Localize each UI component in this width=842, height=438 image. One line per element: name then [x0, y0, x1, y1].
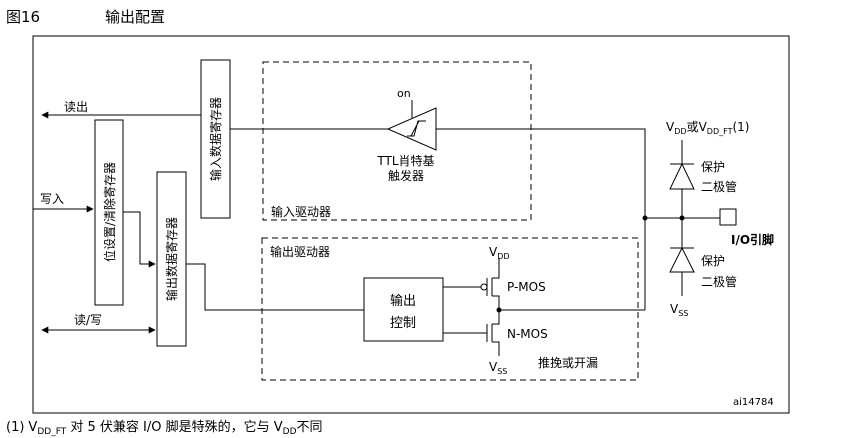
lower-diode-label-2: 二极管 — [701, 274, 737, 289]
push-pull-open-drain-label: 推挽或开漏 — [538, 356, 598, 370]
pmos-drain-wire — [492, 295, 500, 310]
footnote: (1)VDD_FT 对 5 伏兼容 I/O 脚是特殊的，它与 VDD不同 — [6, 419, 323, 437]
diagram-frame — [32, 35, 790, 414]
upper-diode-label-1: 保护 — [701, 160, 725, 174]
input-data-register-label: 输入数据寄存器 — [208, 97, 223, 181]
lower-protection-diode — [669, 246, 695, 273]
nmos-source-wire — [492, 341, 500, 356]
output-control-label-2: 控制 — [390, 316, 416, 331]
output-driver-box — [261, 237, 639, 381]
pin-input-line — [436, 128, 646, 218]
output-control-block — [363, 277, 444, 342]
output-data-register — [156, 171, 187, 347]
nmos-label: N-MOS — [507, 327, 548, 341]
transistor-junction-dot — [496, 307, 502, 313]
write-signal-label: 写入 — [40, 192, 64, 206]
pmos-vdd-label: VDD — [489, 245, 510, 261]
vss-diode-label: VSS — [670, 302, 688, 318]
output-data-register-label: 输出数据寄存器 — [164, 217, 179, 301]
input-driver-label: 输入驱动器 — [271, 204, 331, 219]
pmos-label: P-MOS — [507, 280, 546, 294]
pmos-source-wire — [492, 258, 500, 279]
output-driver-label: 输出驱动器 — [270, 244, 330, 259]
schmitt-trigger-icon — [407, 120, 426, 137]
pmos-gate-bubble — [480, 283, 488, 291]
schmitt-on-label: on — [397, 87, 411, 100]
figure-id: ai14784 — [733, 397, 774, 408]
read-signal-label: 读出 — [64, 100, 88, 114]
nmos-vss-label: VSS — [489, 360, 507, 376]
bsrr-to-odr-line — [123, 211, 156, 268]
io-pin-label: I/O引脚 — [731, 232, 774, 247]
figure-title: 输出配置 — [105, 8, 165, 26]
output-control-label-1: 输出 — [390, 293, 416, 309]
read-write-signal-label: 读/写 — [74, 313, 102, 327]
io-pin — [719, 208, 737, 226]
input-data-register — [200, 59, 231, 219]
upper-protection-diode — [669, 162, 695, 190]
lower-diode-label-1: 保护 — [701, 254, 725, 268]
input-driver-box — [262, 61, 532, 221]
bit-set-reset-register — [94, 119, 124, 306]
odr-to-control-line — [186, 263, 364, 311]
schmitt-label-1: TTL肖特基 — [376, 153, 434, 168]
vdd-ft-label: VDD或VDD_FT(1) — [666, 120, 749, 136]
nmos-drain-wire — [492, 310, 500, 325]
bit-set-reset-register-label: 位设置/清除寄存器 — [102, 162, 117, 262]
schmitt-label-2: 触发器 — [388, 168, 424, 183]
upper-diode-label-2: 二极管 — [701, 179, 737, 194]
figure-number: 图16 — [6, 8, 40, 26]
